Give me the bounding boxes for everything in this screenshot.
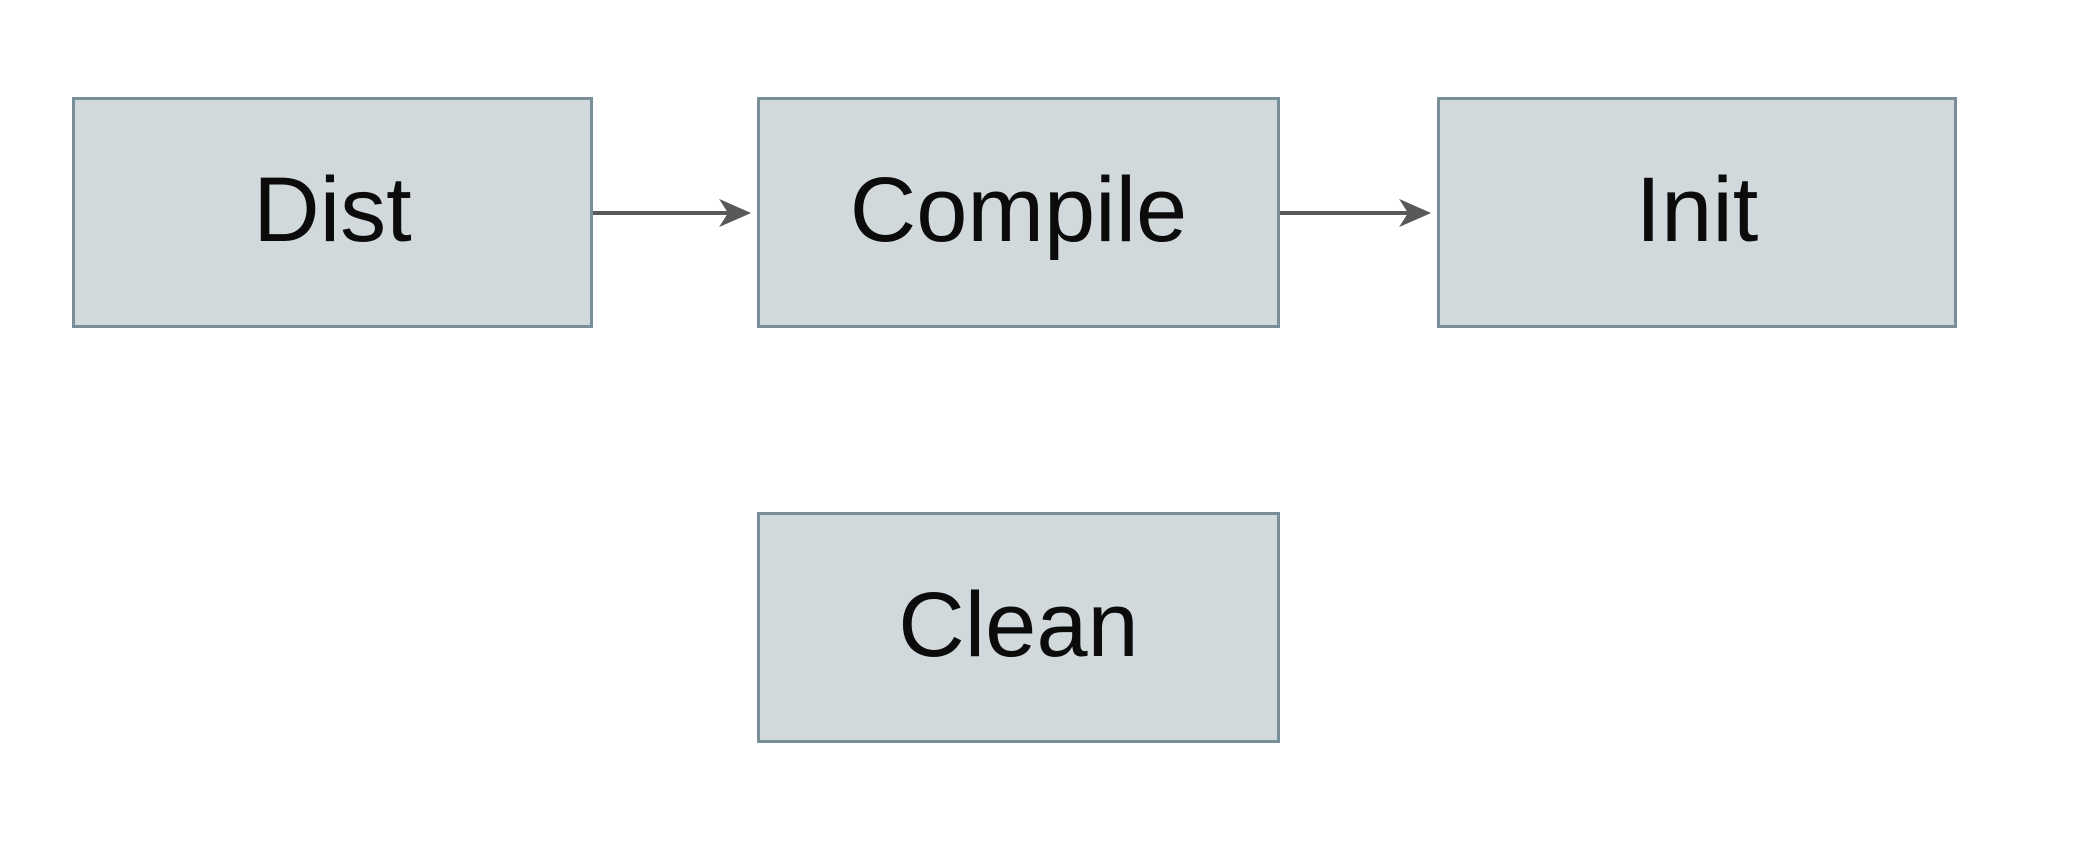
node-compile-label: Compile bbox=[849, 158, 1188, 261]
node-compile: Compile bbox=[757, 97, 1280, 328]
node-dist-label: Dist bbox=[253, 158, 412, 261]
node-clean-label: Clean bbox=[898, 573, 1139, 676]
node-init: Init bbox=[1437, 97, 1957, 328]
node-init-label: Init bbox=[1635, 158, 1759, 261]
node-clean: Clean bbox=[757, 512, 1280, 743]
node-dist: Dist bbox=[72, 97, 593, 328]
